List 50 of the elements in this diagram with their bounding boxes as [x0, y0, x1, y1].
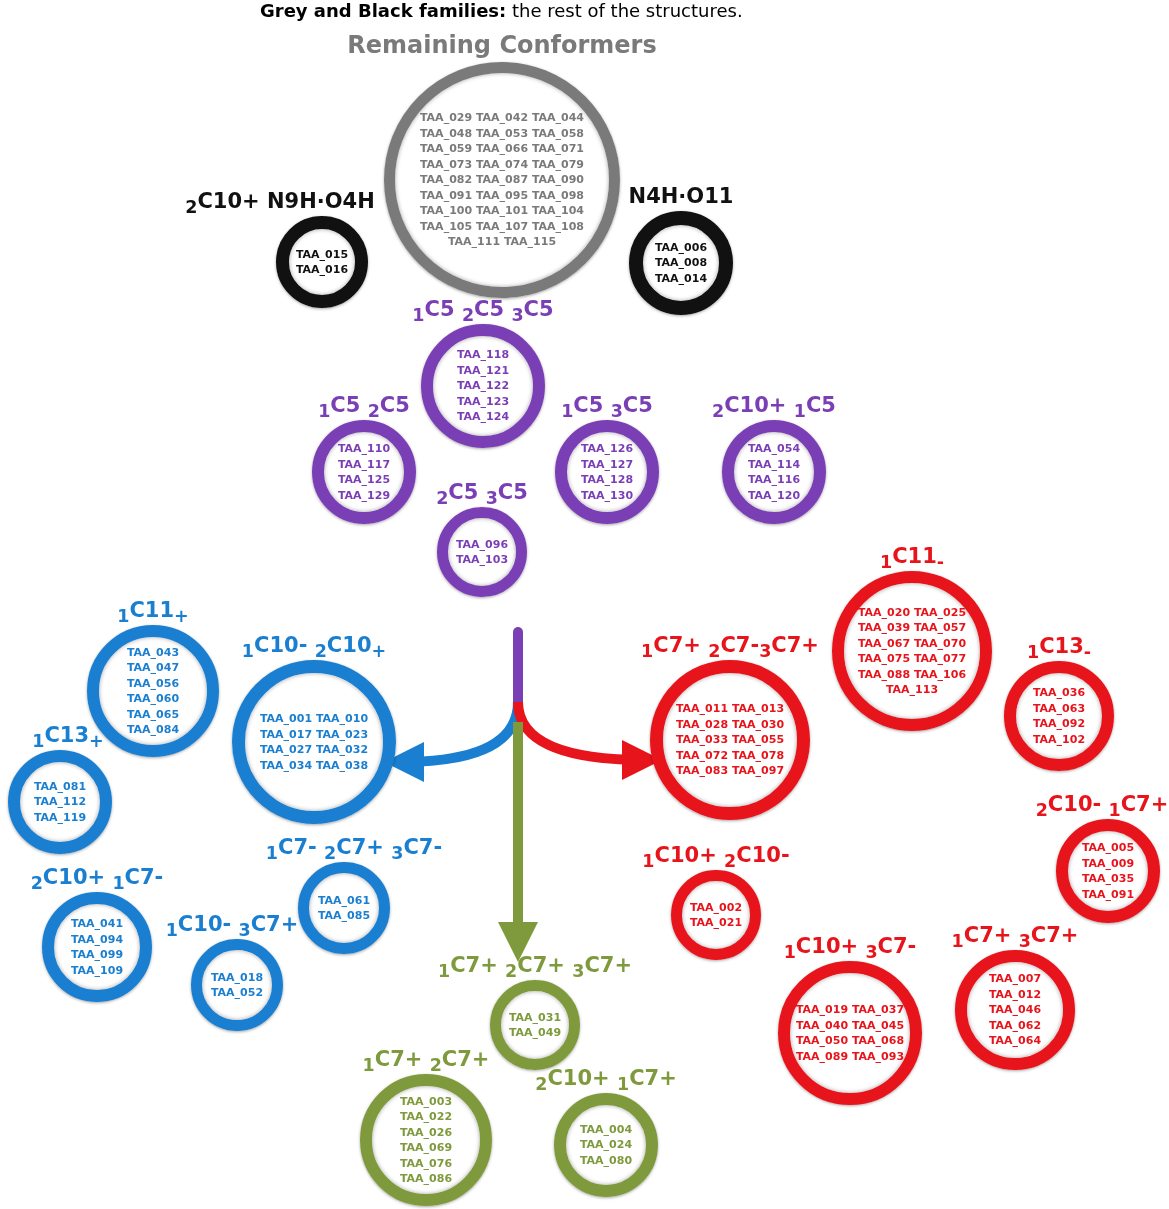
arrow	[498, 722, 538, 962]
family-label: $_{1}$C10- $_{2}$C10$_{+}$	[241, 633, 387, 664]
family-label: $_{1}$C11$_{+}$	[117, 598, 189, 629]
family-label: $_{2}$C10+ N9H·O4H	[185, 189, 375, 220]
conformer-list: TAA_006 TAA_008 TAA_014	[650, 239, 712, 287]
family-label: $_{1}$C10+ $_{3}$C7-	[783, 934, 917, 965]
family-label: $_{2}$C10+ $_{1}$C5	[712, 393, 836, 424]
conformer-list: TAA_002 TAA_021	[685, 899, 747, 931]
family-label: $_{1}$C5 $_{3}$C5	[561, 393, 653, 424]
conformer-list: TAA_015 TAA_016	[291, 246, 353, 278]
conformer-list: TAA_001 TAA_010 TAA_017 TAA_023 TAA_027 TAA_032 TAA_034 TAA_038	[251, 711, 377, 773]
conformer-list: TAA_018 TAA_052	[206, 969, 268, 1001]
caption-text: Grey and Black families: the rest of the structures.	[260, 0, 743, 21]
conformer-list: TAA_004 TAA_024 TAA_080	[575, 1121, 637, 1169]
conformer-list: TAA_007 TAA_012 TAA_046 TAA_062 TAA_064	[984, 971, 1046, 1049]
family-label: $_{2}$C10+ $_{1}$C7-	[30, 865, 164, 896]
conformer-list: TAA_043 TAA_047 TAA_056 TAA_060 TAA_065 TAA_084	[122, 644, 184, 738]
conformer-list: TAA_031 TAA_049	[504, 1009, 566, 1041]
family-label: $_{1}$C10+ $_{2}$C10-	[642, 843, 790, 874]
family-label: $_{2}$C10- $_{1}$C7+	[1035, 792, 1169, 823]
family-label: $_{1}$C11$_{-}$	[879, 544, 945, 575]
conformer-list: TAA_020 TAA_025 TAA_039 TAA_057 TAA_067 TAA_070 TAA_075 TAA_077 TAA_088 TAA_106 TAA_113	[852, 604, 972, 698]
family-label: $_{2}$C10+ $_{1}$C7+	[535, 1066, 677, 1097]
conformer-list: TAA_054 TAA_114 TAA_116 TAA_120	[743, 441, 805, 503]
conformer-list: TAA_003 TAA_022 TAA_026 TAA_069 TAA_076 TAA_086	[395, 1093, 457, 1187]
conformer-list: TAA_019 TAA_037 TAA_040 TAA_045 TAA_050 TAA_068 TAA_089 TAA_093	[790, 1002, 910, 1064]
conformer-list: TAA_096 TAA_103	[451, 536, 513, 568]
family-label: $_{1}$C13$_{-}$	[1026, 634, 1092, 665]
conformer-list: TAA_061 TAA_085	[313, 892, 375, 924]
conformer-list: TAA_005 TAA_009 TAA_035 TAA_091	[1077, 840, 1139, 902]
family-label: $_{2}$C5 $_{3}$C5	[436, 480, 528, 511]
family-label: $_{1}$C7+ $_{2}$C7+	[362, 1047, 490, 1078]
conformer-list: TAA_110 TAA_117 TAA_125 TAA_129	[333, 441, 395, 503]
conformer-list: TAA_126 TAA_127 TAA_128 TAA_130	[576, 441, 638, 503]
conformer-list: TAA_029 TAA_042 TAA_044 TAA_048 TAA_053 TAA_058 TAA_059 TAA_066 TAA_071 TAA_073 TAA_074 TAA_079 TAA_082 TAA_087 TAA_090 TAA_091 TAA_095 TAA_098 TAA_100 TAA_101 TAA_104 TAA_105 TAA_107 TAA_108 TAA_111 TAA_115	[416, 110, 588, 250]
family-label: $_{1}$C13$_{+}$	[32, 723, 104, 754]
conformer-list: TAA_118 TAA_121 TAA_122 TAA_123 TAA_124	[452, 347, 514, 425]
family-label: $_{1}$C10- $_{3}$C7+	[165, 912, 299, 943]
conformer-list: TAA_036 TAA_063 TAA_092 TAA_102	[1028, 685, 1090, 747]
family-label: $_{1}$C5 $_{2}$C5 $_{3}$C5	[412, 297, 554, 328]
family-label: $_{1}$C7- $_{2}$C7+ $_{3}$C7-	[265, 835, 443, 866]
conformer-list: TAA_041 TAA_094 TAA_099 TAA_109	[66, 916, 128, 978]
family-label: $_{1}$C5 $_{2}$C5	[318, 393, 410, 424]
family-label: N4H·O11	[628, 184, 734, 208]
family-label: $_{1}$C7+ $_{3}$C7+	[951, 923, 1079, 954]
family-label: $_{1}$C7+ $_{2}$C7+ $_{3}$C7+	[437, 953, 633, 984]
conformer-list: TAA_011 TAA_013 TAA_028 TAA_030 TAA_033 TAA_055 TAA_072 TAA_078 TAA_083 TAA_097	[667, 701, 793, 779]
conformer-list: TAA_081 TAA_112 TAA_119	[29, 778, 91, 826]
family-label: Remaining Conformers	[347, 33, 657, 57]
family-label: $_{1}$C7+ $_{2}$C7-$_{3}$C7+	[641, 633, 819, 664]
